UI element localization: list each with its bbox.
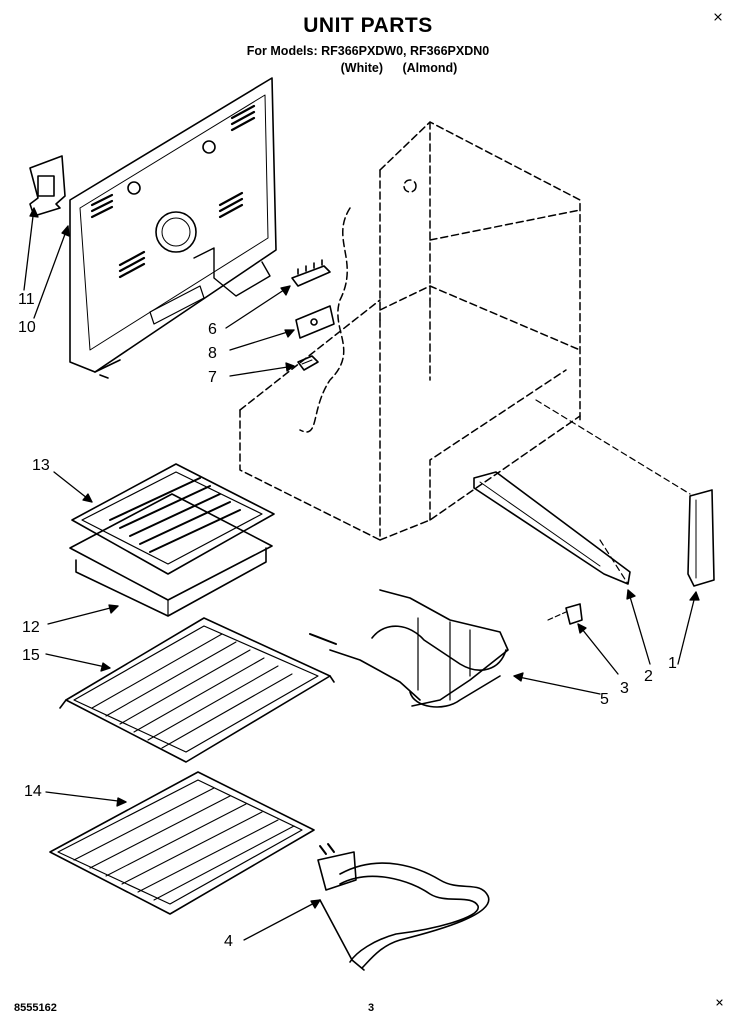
callout-11: 11 — [18, 291, 35, 308]
callout-2: 2 — [644, 668, 653, 685]
part-1-side-panel — [535, 399, 715, 587]
color-almond: (Almond) — [402, 61, 458, 75]
callout-4: 4 — [224, 933, 233, 950]
callout-7: 7 — [208, 369, 217, 386]
model-list: For Models: RF366PXDW0, RF366PXDN0 — [246, 44, 490, 58]
part-12-broiler-pan — [69, 493, 273, 617]
part-15-oven-rack — [59, 617, 335, 763]
page-title: UNIT PARTS — [303, 14, 433, 37]
part-10-back-panel — [69, 77, 277, 379]
callout-5: 5 — [600, 691, 609, 708]
callout-10: 10 — [18, 319, 36, 336]
color-white: (White) — [340, 61, 383, 75]
diagram-code: 8555162 — [14, 1002, 57, 1014]
part-6-terminal-block — [291, 259, 331, 287]
oven-cavity-outline — [239, 121, 581, 541]
part-4-bake-element — [317, 843, 490, 971]
callout-12: 12 — [22, 619, 40, 636]
callout-8: 8 — [208, 345, 217, 362]
callout-3: 3 — [620, 680, 629, 697]
callout-14: 14 — [24, 783, 42, 800]
part-3-clip — [547, 603, 583, 625]
page-number: 3 — [368, 1002, 375, 1014]
corner-mark — [714, 13, 723, 1006]
callout-13: 13 — [32, 457, 50, 474]
color-variants: (White) (Almond) — [0, 61, 736, 75]
callout-1: 1 — [668, 655, 677, 672]
callout-15: 15 — [22, 647, 40, 664]
part-14-oven-rack — [49, 771, 315, 915]
callout-6: 6 — [208, 321, 217, 338]
part-5-broil-element — [309, 589, 509, 708]
part-2-trim-strip — [473, 471, 631, 585]
part-8-bracket — [295, 305, 335, 339]
leader-lines — [23, 207, 700, 941]
callout-numbers: 1 2 3 3 4 5 6 7 8 10 11 12 13 14 15 — [18, 291, 677, 950]
part-11-gasket — [29, 155, 66, 217]
part-7-clip — [297, 355, 319, 371]
part-13-broiler-grid — [71, 463, 275, 575]
